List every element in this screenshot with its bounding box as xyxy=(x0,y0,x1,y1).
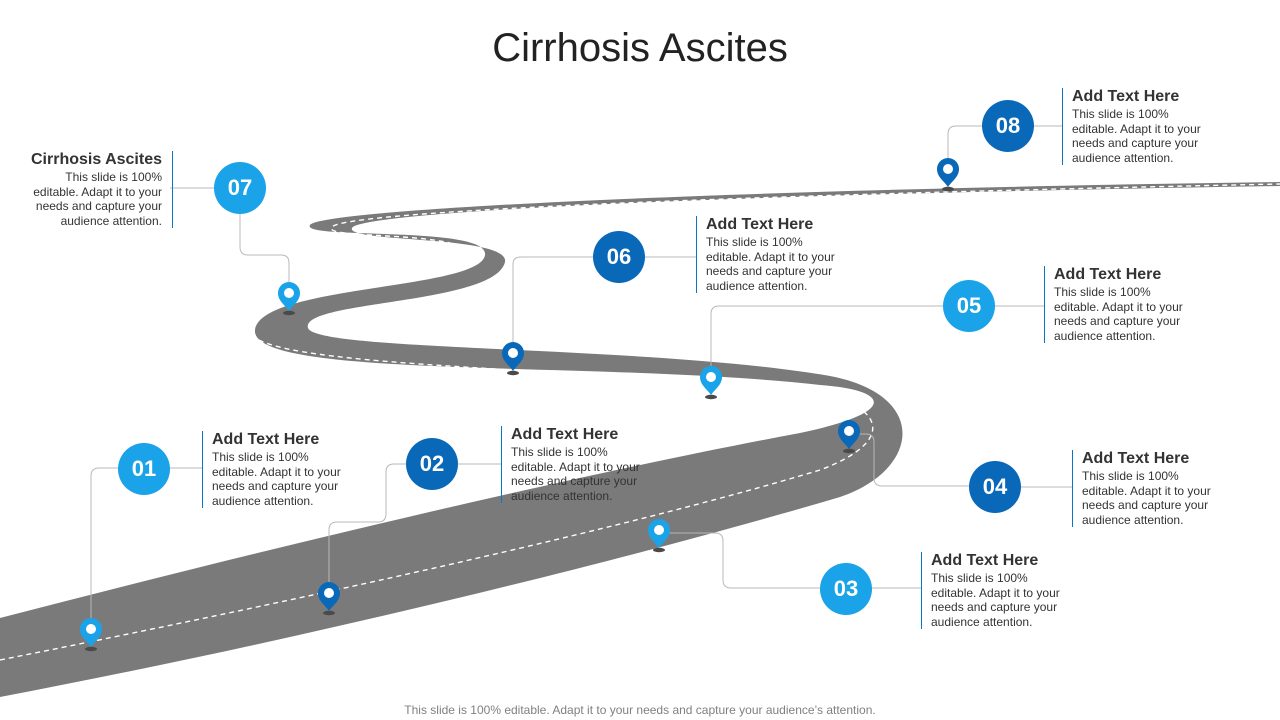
connector-04 xyxy=(849,433,969,487)
step-08-text: Add Text Here This slide is 100% editabl… xyxy=(1062,88,1212,165)
step-05-heading: Add Text Here xyxy=(1054,266,1162,283)
map-pin-icon-08 xyxy=(937,158,959,192)
step-06-circle: 06 xyxy=(593,231,645,283)
step-03-heading: Add Text Here xyxy=(931,552,1039,569)
step-03-body: This slide is 100% editable. Adapt it to… xyxy=(931,571,1060,629)
step-07-body: This slide is 100% editable. Adapt it to… xyxy=(33,170,162,228)
step-03-text: Add Text Here This slide is 100% editabl… xyxy=(921,552,1071,629)
step-01-circle: 01 xyxy=(118,443,170,495)
step-06-body: This slide is 100% editable. Adapt it to… xyxy=(706,235,835,293)
connector-06 xyxy=(512,256,593,356)
connector-07 xyxy=(239,214,290,296)
step-02-body: This slide is 100% editable. Adapt it to… xyxy=(511,445,640,503)
step-08-heading: Add Text Here xyxy=(1072,88,1180,105)
map-pin-icon-04 xyxy=(838,420,860,454)
step-02-circle: 02 xyxy=(406,438,458,490)
step-02-heading: Add Text Here xyxy=(511,426,619,443)
step-05-body: This slide is 100% editable. Adapt it to… xyxy=(1054,285,1183,343)
connector-08 xyxy=(947,125,982,172)
step-06-text: Add Text Here This slide is 100% editabl… xyxy=(696,216,846,293)
step-06-heading: Add Text Here xyxy=(706,216,814,233)
map-pin-icon-06 xyxy=(502,342,524,376)
road xyxy=(0,182,1280,697)
step-04-heading: Add Text Here xyxy=(1082,450,1190,467)
step-01-heading: Add Text Here xyxy=(212,431,320,448)
step-08-circle: 08 xyxy=(982,100,1034,152)
slide-title: Cirrhosis Ascites xyxy=(492,26,788,70)
map-pin-icon-01 xyxy=(80,618,102,652)
step-05-text: Add Text Here This slide is 100% editabl… xyxy=(1044,266,1194,343)
map-pin-icon-03 xyxy=(648,519,670,553)
step-03-circle: 03 xyxy=(820,563,872,615)
step-02-text: Add Text Here This slide is 100% editabl… xyxy=(501,426,651,503)
step-04-body: This slide is 100% editable. Adapt it to… xyxy=(1082,469,1211,527)
step-08-body: This slide is 100% editable. Adapt it to… xyxy=(1072,107,1201,165)
step-04-circle: 04 xyxy=(969,461,1021,513)
step-07-heading: Cirrhosis Ascites xyxy=(30,151,162,168)
step-07-text: Cirrhosis Ascites This slide is 100% edi… xyxy=(22,151,173,228)
slide-footer: This slide is 100% editable. Adapt it to… xyxy=(404,703,876,717)
step-01-text: Add Text Here This slide is 100% editabl… xyxy=(202,431,352,508)
connector-03 xyxy=(659,532,820,589)
connector-01 xyxy=(90,467,118,632)
map-pin-icon-02 xyxy=(318,582,340,616)
map-pin-icon-07 xyxy=(278,282,300,316)
step-07-circle: 07 xyxy=(214,162,266,214)
connector-02 xyxy=(328,463,406,596)
step-01-body: This slide is 100% editable. Adapt it to… xyxy=(212,450,341,508)
step-05-circle: 05 xyxy=(943,280,995,332)
map-pin-icon-05 xyxy=(700,366,722,400)
road-center-line xyxy=(0,183,1280,661)
step-04-text: Add Text Here This slide is 100% editabl… xyxy=(1072,450,1222,527)
connector-05 xyxy=(710,305,943,380)
